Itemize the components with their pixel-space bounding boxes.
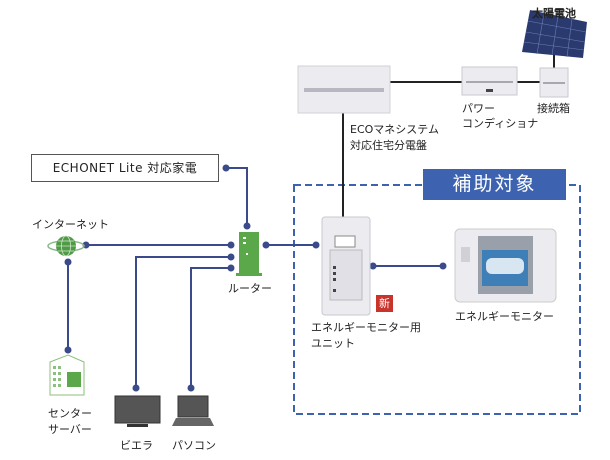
power-conditioner-label-2: コンディショナ [462, 117, 539, 130]
server-building-icon [49, 354, 85, 396]
echonet-appliances-box: ECHONET Lite 対応家電 [31, 154, 219, 182]
router-label: ルーター [228, 282, 272, 295]
tv-label: ビエラ [120, 439, 153, 452]
router-icon [236, 232, 262, 276]
junction-box-icon [539, 67, 569, 98]
junction-box-label: 接続箱 [537, 102, 570, 115]
solar-panel-icon [522, 10, 587, 58]
distribution-board-icon [297, 65, 391, 114]
power-conditioner-label-1: パワー [462, 102, 495, 115]
solar-panel-label: 太陽電池 [532, 7, 576, 20]
monitor-unit-label-1: エネルギーモニター用 [311, 321, 421, 334]
center-server-label-2: サーバー [48, 423, 92, 436]
energy-monitor-unit-icon [321, 216, 371, 316]
power-conditioner-icon [461, 66, 518, 96]
energy-monitor-icon [454, 228, 557, 303]
laptop-icon [172, 395, 214, 426]
subsidy-target-label: 補助対象 [423, 169, 566, 200]
distribution-board-label-1: ECOマネシステム [350, 123, 439, 136]
monitor-unit-label-2: ユニット [311, 337, 355, 350]
new-badge: 新 [376, 295, 393, 312]
energy-monitor-label: エネルギーモニター [455, 310, 554, 323]
distribution-board-label-2: 対応住宅分電盤 [350, 139, 427, 152]
tv-icon [114, 395, 161, 427]
globe-icon [47, 235, 85, 257]
internet-label: インターネット [32, 218, 109, 231]
pc-label: パソコン [172, 439, 216, 452]
center-server-label-1: センター [48, 407, 92, 420]
